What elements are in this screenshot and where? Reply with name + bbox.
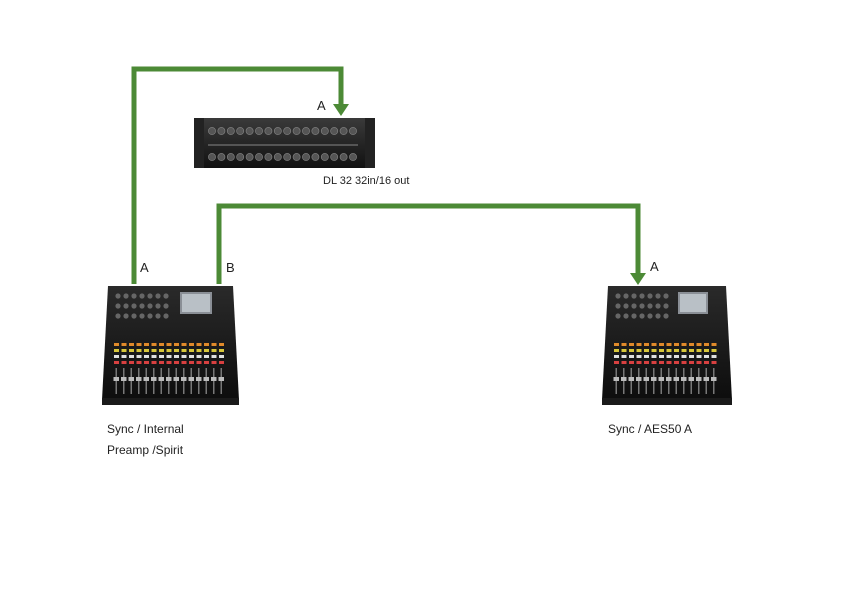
mixing-console-left bbox=[102, 286, 239, 405]
left-console-sync-label: Sync / Internal bbox=[107, 422, 184, 436]
stagebox-name-label: DL 32 32in/16 out bbox=[323, 175, 410, 187]
left-console-preamp-label: Preamp /Spirit bbox=[107, 443, 184, 457]
left-console-port-b-label: B bbox=[226, 260, 235, 275]
right-console-sync-label: Sync / AES50 A bbox=[608, 422, 693, 436]
cable-left-b-to-right-a bbox=[216, 203, 646, 285]
right-console-port-a-label: A bbox=[650, 259, 659, 274]
cable-left-a-to-stagebox bbox=[131, 66, 349, 284]
dl32-stagebox bbox=[194, 118, 375, 168]
left-console-port-a-label: A bbox=[140, 260, 149, 275]
mixing-console-right bbox=[602, 286, 732, 405]
stagebox-port-a-label: A bbox=[317, 98, 326, 113]
